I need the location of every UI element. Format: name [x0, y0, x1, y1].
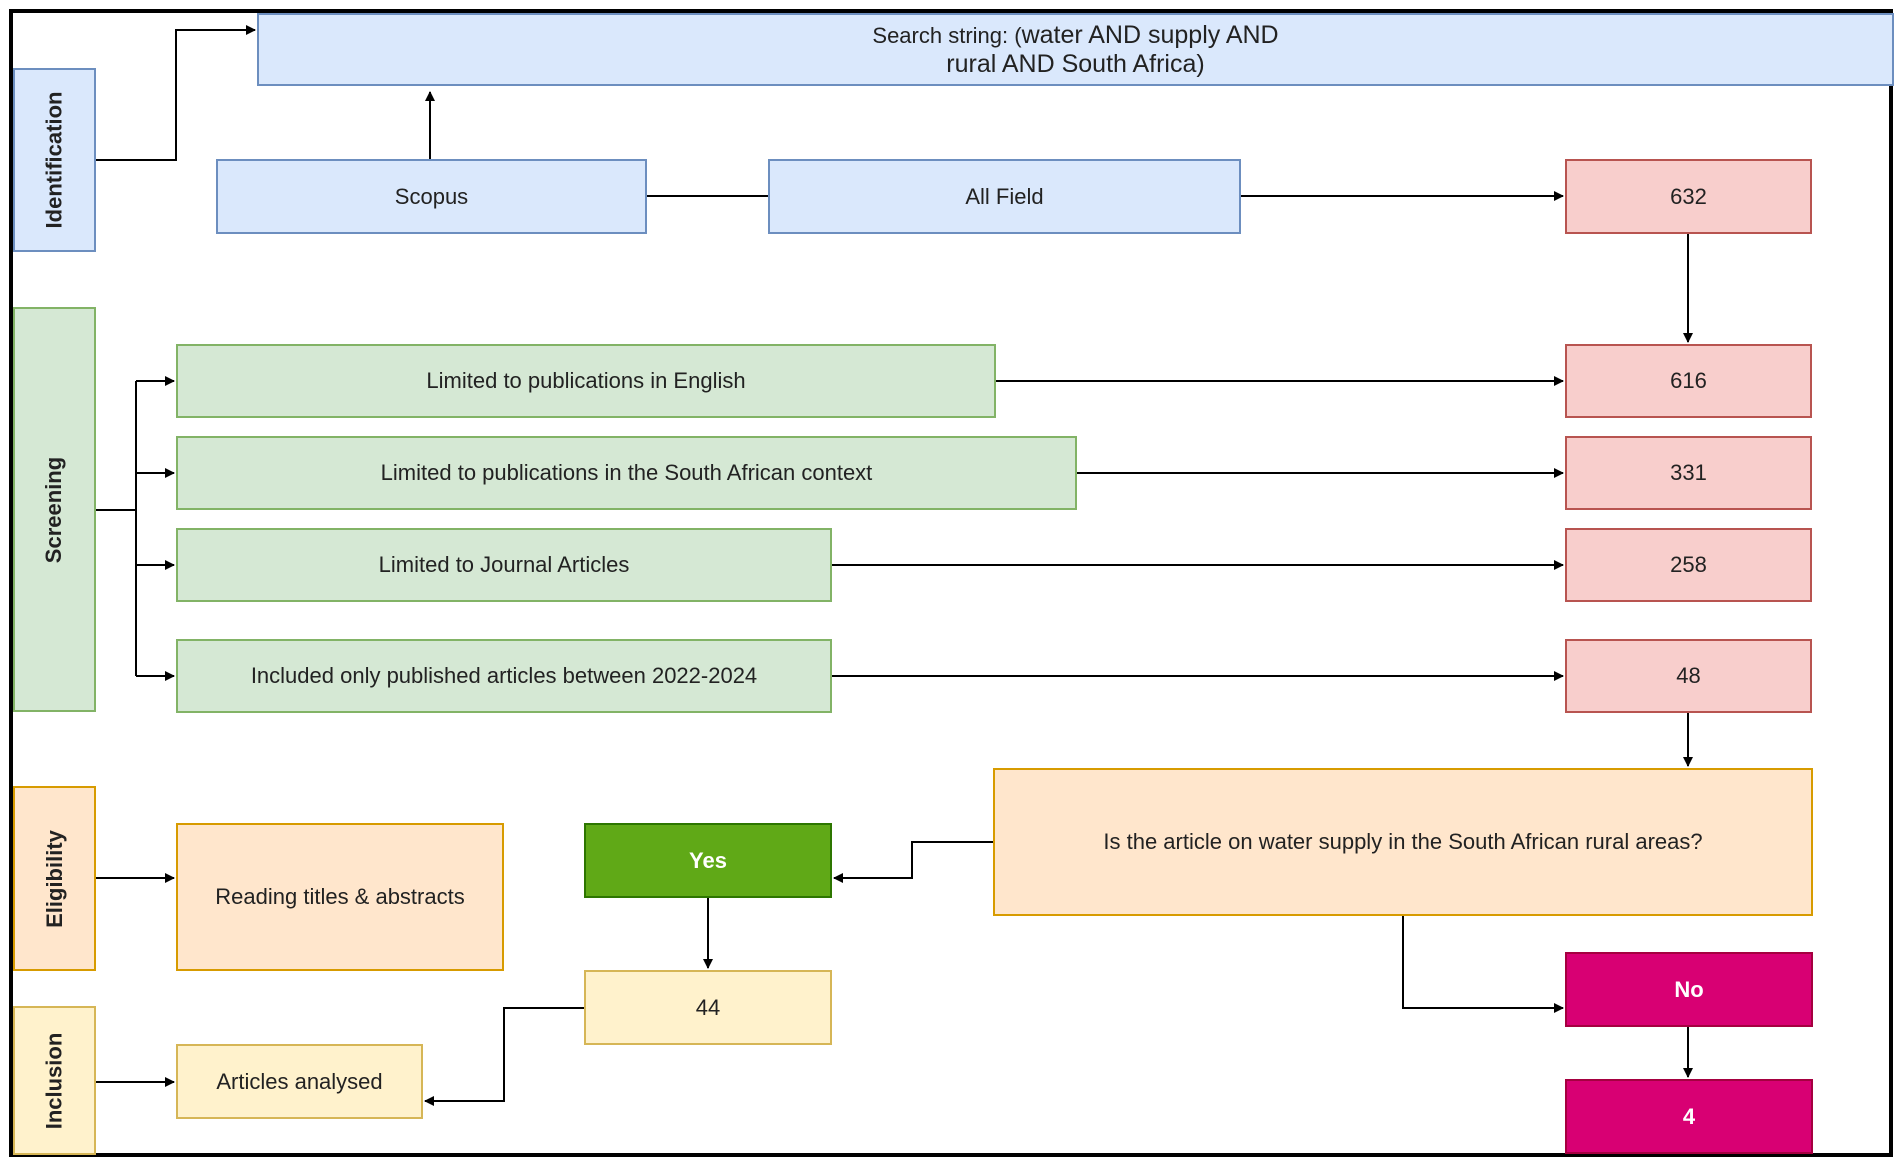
filter-english-box: Limited to publications in English: [176, 344, 996, 418]
search-string-prefix: Search string: (: [872, 22, 1022, 48]
stage-screening: Screening: [13, 307, 96, 712]
filter-journal-label: Limited to Journal Articles: [378, 552, 630, 577]
count-years: 48: [1676, 663, 1701, 688]
filter-years-box: Included only published articles between…: [176, 639, 832, 713]
stage-inclusion: Inclusion: [13, 1006, 96, 1155]
filter-south-african-box: Limited to publications in the South Afr…: [176, 436, 1077, 510]
count-south-african: 331: [1670, 460, 1707, 485]
count-no-box: 4: [1565, 1079, 1813, 1154]
search-string-line1: water AND supply AND: [1021, 20, 1279, 49]
reading-box: Reading titles & abstracts: [176, 823, 504, 971]
no-label: No: [1674, 976, 1704, 1002]
filter-south-african-label: Limited to publications in the South Afr…: [380, 460, 873, 485]
count-yes: 44: [695, 994, 721, 1020]
filter-english-label: Limited to publications in English: [426, 368, 746, 393]
stage-eligibility: Eligibility: [13, 786, 96, 971]
count-initial-box: 632: [1565, 159, 1812, 234]
stage-screening-label: Screening: [41, 456, 67, 563]
count-yes-box: 44: [584, 970, 832, 1045]
search-string-line2: rural AND South Africa): [946, 49, 1205, 78]
yes-label: Yes: [689, 847, 727, 873]
reading-label: Reading titles & abstracts: [215, 884, 465, 909]
yes-box: Yes: [584, 823, 832, 898]
count-english-box: 616: [1565, 344, 1812, 418]
field-box: All Field: [768, 159, 1241, 234]
database-label: Scopus: [394, 183, 469, 209]
count-journal-box: 258: [1565, 528, 1812, 602]
question-box: Is the article on water supply in the So…: [993, 768, 1813, 916]
count-initial: 632: [1670, 183, 1707, 209]
count-journal: 258: [1670, 552, 1707, 577]
filter-years-label: Included only published articles between…: [250, 663, 758, 688]
count-english: 616: [1670, 368, 1707, 393]
analysed-label: Articles analysed: [216, 1068, 383, 1094]
filter-journal-box: Limited to Journal Articles: [176, 528, 832, 602]
no-box: No: [1565, 952, 1813, 1027]
question-label: Is the article on water supply in the So…: [1103, 829, 1703, 854]
count-south-african-box: 331: [1565, 436, 1812, 510]
database-box: Scopus: [216, 159, 647, 234]
field-label: All Field: [965, 183, 1044, 209]
stage-identification: Identification: [13, 68, 96, 252]
count-no: 4: [1682, 1103, 1696, 1129]
stage-eligibility-label: Eligibility: [41, 829, 67, 928]
analysed-box: Articles analysed: [176, 1044, 423, 1119]
stage-inclusion-label: Inclusion: [41, 1032, 67, 1129]
stage-identification-label: Identification: [41, 91, 67, 229]
count-years-box: 48: [1565, 639, 1812, 713]
